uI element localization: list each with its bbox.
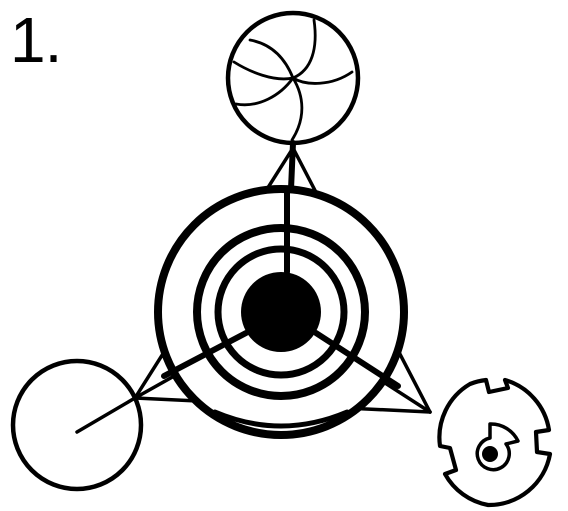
- notched-ring-center-dot: [482, 446, 498, 462]
- top-spiral-circle: [228, 13, 358, 143]
- center-core: [241, 272, 321, 352]
- bottom-left-circle: [13, 361, 141, 489]
- notched-outer-ring: [439, 380, 550, 505]
- bottom-right-notched-ring: [439, 380, 550, 505]
- central-rings: [158, 189, 404, 435]
- bottom-left-circle-outline: [13, 361, 141, 489]
